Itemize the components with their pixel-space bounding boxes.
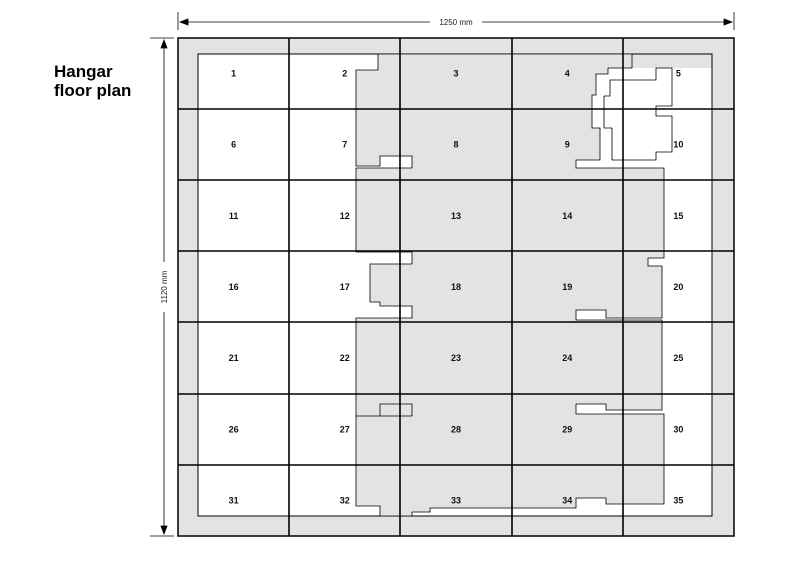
cell-label: 13 [451, 211, 461, 221]
cell-label: 9 [565, 140, 570, 150]
cell-label: 15 [673, 211, 683, 221]
cell-label: 26 [229, 424, 239, 434]
cell-label: 22 [340, 353, 350, 363]
height-label: 1120 mm [160, 270, 169, 303]
cell-label: 31 [229, 495, 239, 505]
cell-label: 11 [229, 211, 239, 221]
hangar-footprint [355, 53, 665, 517]
tail-notch [603, 67, 673, 161]
cell-label: 28 [451, 424, 461, 434]
cell-label: 3 [453, 69, 458, 79]
cell-label: 24 [562, 353, 572, 363]
width-dimension [177, 12, 735, 30]
cell-label: 30 [673, 424, 683, 434]
width-label: 1250 mm [439, 18, 473, 27]
cell-label: 21 [229, 353, 239, 363]
cell-label: 14 [562, 211, 572, 221]
cell-label: 33 [451, 495, 461, 505]
cell-label: 19 [562, 282, 572, 292]
cell-label: 7 [342, 140, 347, 150]
cell-label: 8 [453, 140, 458, 150]
diagram-title: Hangar floor plan [54, 62, 131, 100]
cell-label: 10 [673, 140, 683, 150]
height-dimension [150, 37, 174, 537]
cell-label: 20 [673, 282, 683, 292]
cell-label: 16 [229, 282, 239, 292]
cell-label: 35 [673, 495, 683, 505]
cell-label: 23 [451, 353, 461, 363]
cell-label: 5 [676, 69, 681, 79]
cell-label: 32 [340, 495, 350, 505]
cell-label: 1 [231, 69, 236, 79]
cell-label: 29 [562, 424, 572, 434]
title-line-2: floor plan [54, 81, 132, 100]
cell-label: 4 [565, 69, 570, 79]
cell-label: 2 [342, 69, 347, 79]
cell-label: 25 [673, 353, 683, 363]
cell-label: 12 [340, 211, 350, 221]
cell-label: 17 [340, 282, 350, 292]
cell-label: 18 [451, 282, 461, 292]
grid-lines [178, 38, 734, 536]
title-line-1: Hangar [54, 62, 113, 81]
cell-label: 6 [231, 140, 236, 150]
cell-label: 27 [340, 424, 350, 434]
cell-label: 34 [562, 495, 572, 505]
